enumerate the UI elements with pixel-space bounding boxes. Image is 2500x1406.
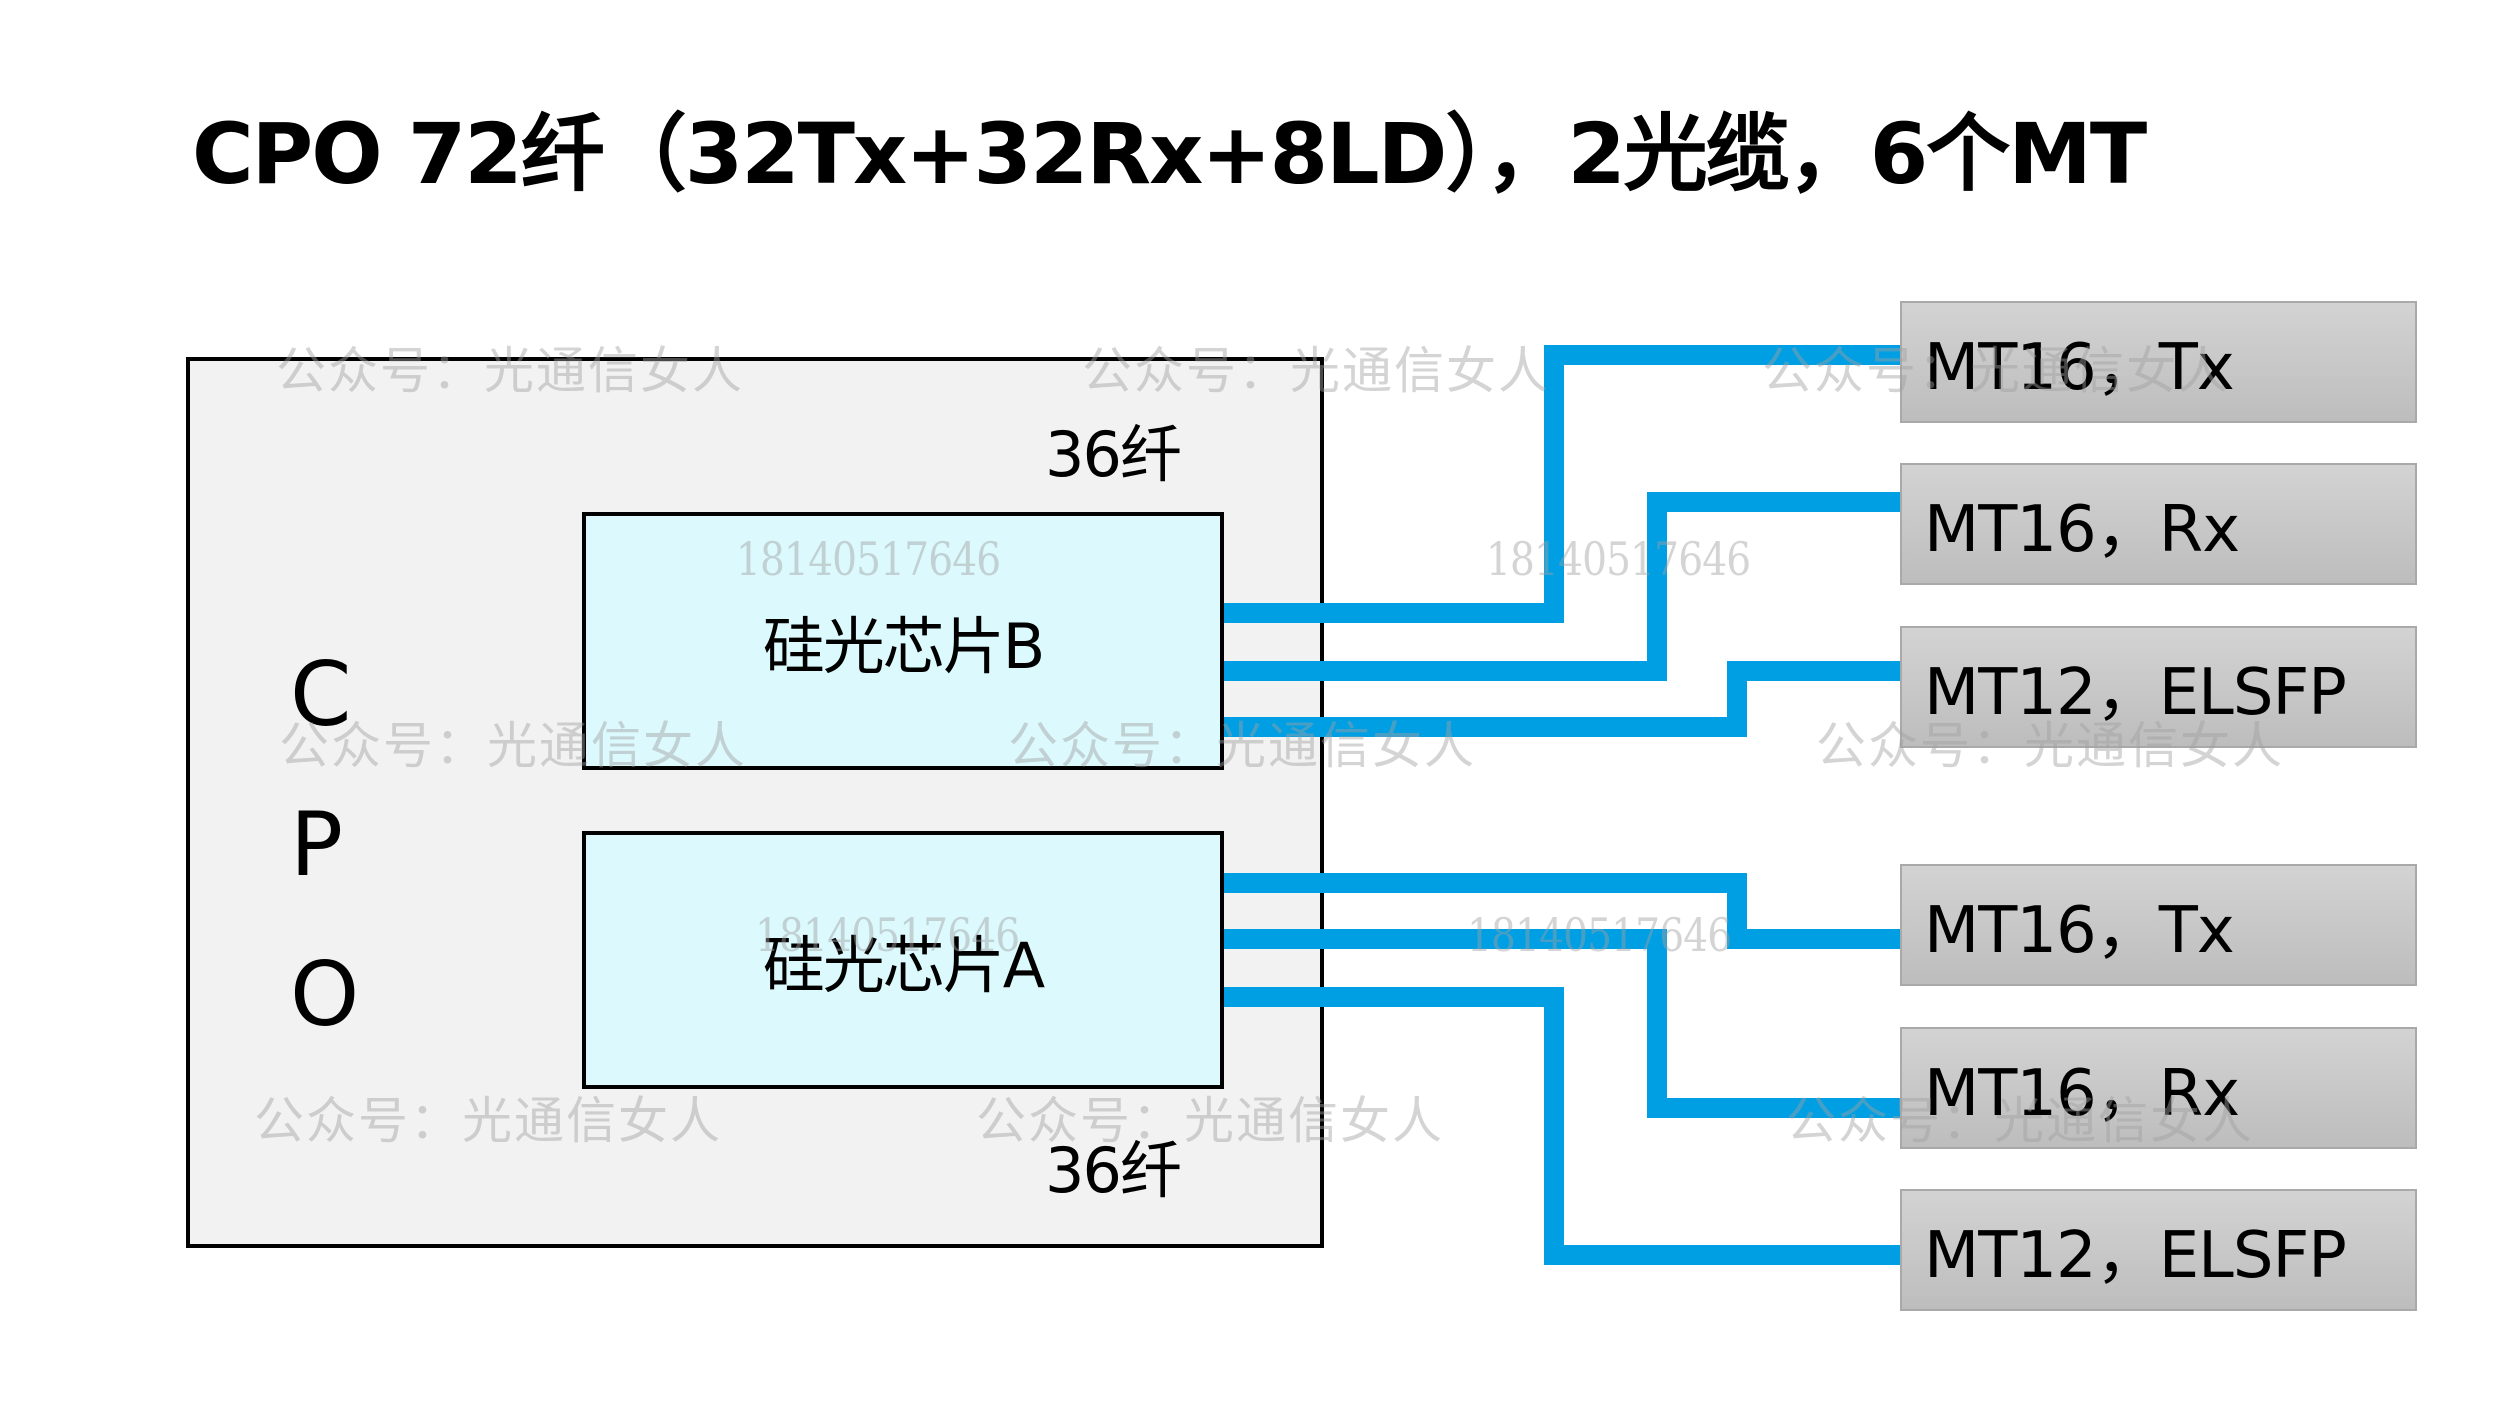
mt-connector-b-elsfp: MT12，ELSFP [1900, 626, 2417, 748]
mt-label: MT12，ELSFP [1924, 656, 2347, 730]
cpo-letter-o: O [290, 943, 360, 1046]
fiber-count-bottom: 36纤 [1045, 1134, 1182, 1207]
mt-connector-b-tx: MT16，Tx [1900, 301, 2417, 423]
chip-b-label: 硅光芯片B [762, 610, 1046, 683]
mt-label: MT16，Rx [1924, 493, 2240, 567]
chip-b: 硅光芯片B [582, 512, 1224, 770]
cpo-letter-c: C [290, 643, 352, 746]
mt-label: MT16，Tx [1924, 894, 2235, 968]
mt-label: MT16，Rx [1924, 1057, 2240, 1131]
fiber-line-a-rx [1224, 929, 1902, 1118]
fiber-count-top: 36纤 [1045, 418, 1182, 491]
mt-connector-a-elsfp: MT12，ELSFP [1900, 1189, 2417, 1311]
mt-connector-a-rx: MT16，Rx [1900, 1027, 2417, 1149]
mt-label: MT12，ELSFP [1924, 1219, 2347, 1293]
mt-connector-b-rx: MT16，Rx [1900, 463, 2417, 585]
watermark-phone: 18140517646 [1467, 908, 1732, 962]
cpo-letter-p: P [290, 793, 344, 896]
fiber-line-a-tx [1224, 873, 1902, 949]
mt-label: MT16，Tx [1924, 331, 2235, 405]
chip-a-label: 硅光芯片A [762, 929, 1045, 1002]
cpo-package-box [186, 357, 1324, 1248]
fiber-line-b-elsfp [1224, 661, 1902, 737]
fiber-line-b-rx [1224, 492, 1902, 681]
diagram-title: CPO 72纤（32Tx+32Rx+8LD），2光缆，6个MT [192, 105, 2147, 203]
fiber-line-b-tx [1224, 345, 1902, 623]
mt-connector-a-tx: MT16，Tx [1900, 864, 2417, 986]
chip-a: 硅光芯片A [582, 831, 1224, 1089]
fiber-line-a-elsfp [1224, 987, 1902, 1265]
watermark-phone: 18140517646 [1486, 532, 1751, 586]
